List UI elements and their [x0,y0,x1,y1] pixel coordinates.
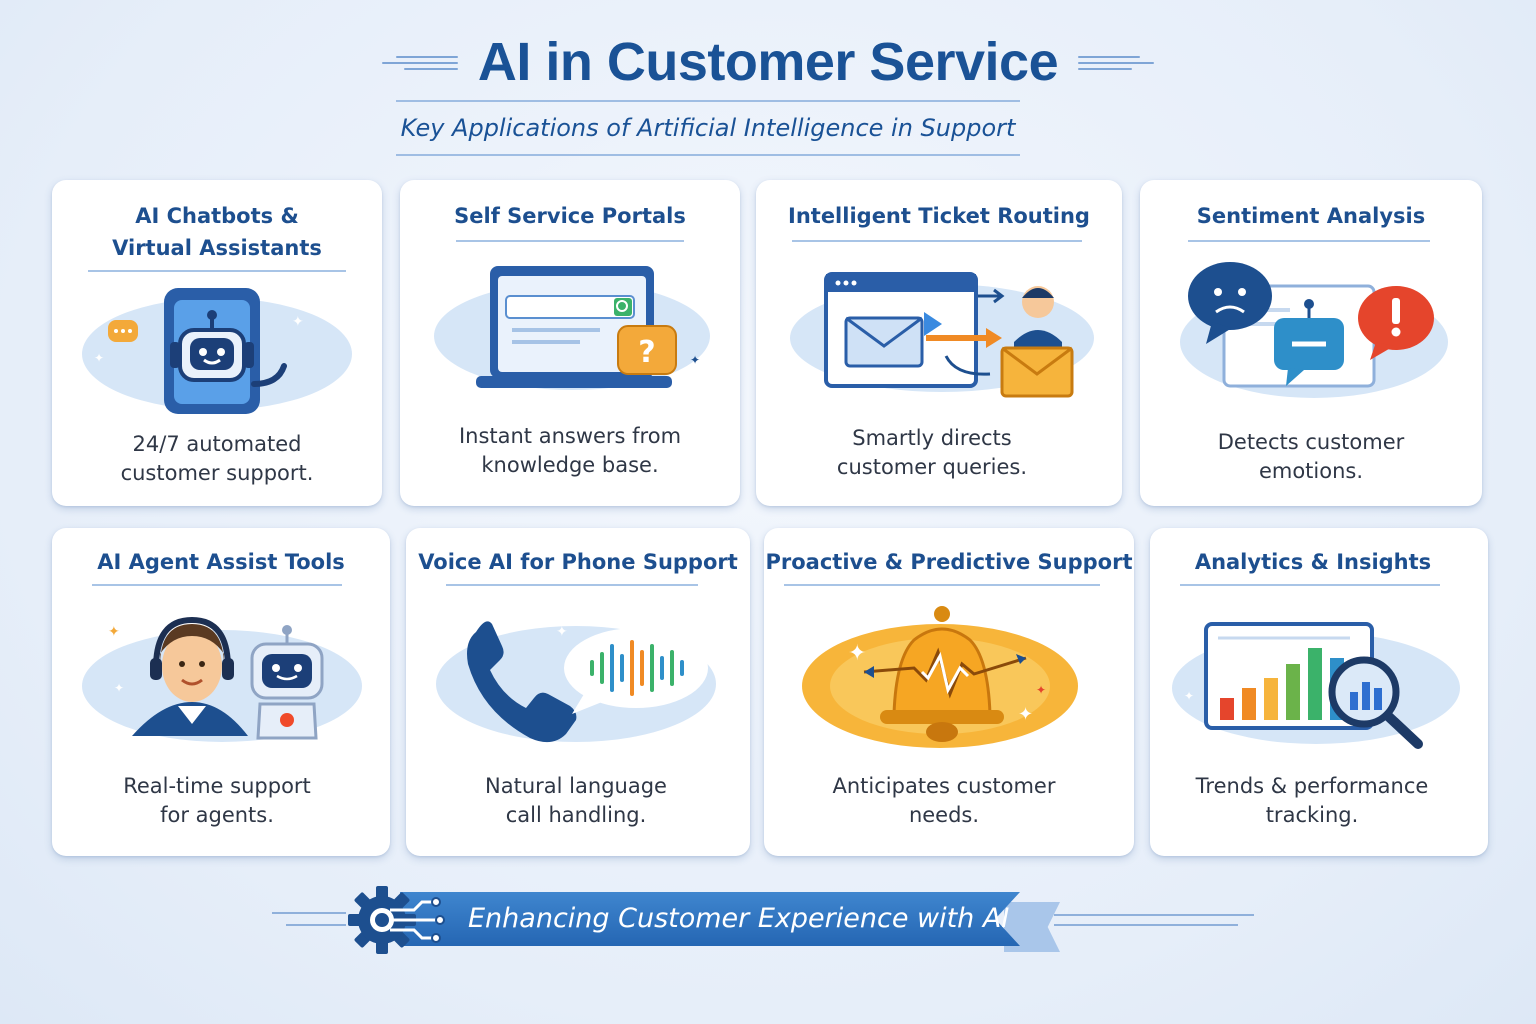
header: AI in Customer Service [0,24,1536,100]
card-ai-chatbots: AI Chatbots & Virtual Assistants ✦ ✦ 24/… [52,180,382,506]
title-divider [456,240,684,242]
card-description: 24/7 automated customer support. [120,432,314,485]
card-title: Voice AI for Phone Support [418,550,738,574]
footer-line-right-top [1054,914,1254,916]
title-divider [88,270,346,272]
card-title: Intelligent Ticket Routing [788,204,1090,228]
card-description: Natural language call handling. [485,774,667,827]
card-title: AI Chatbots & Virtual Assistants [112,204,322,260]
svg-text:✦: ✦ [292,314,304,330]
card-title: Analytics & Insights [1194,550,1432,574]
title-decoration-right [1078,56,1155,70]
title-divider [792,240,1082,242]
card-description: Instant answers from knowledge base. [458,424,682,477]
footer-banner [400,892,1020,946]
svg-text:✦: ✦ [556,624,568,640]
svg-text:✦: ✦ [94,351,104,365]
bar-chart-magnifier-icon: ✦ ✦ [1150,608,1488,754]
card-title: Proactive & Predictive Support [765,550,1133,574]
footer-line-right-bottom [1054,924,1238,926]
card-self-service-portals: Self Service Portals ? ✦ Instant answers… [400,180,740,506]
agent-with-robot-icon: ✦ ✦ [52,606,390,750]
subtitle-band: Key Applications of Artificial Intellige… [396,100,1020,156]
card-analytics-insights: Analytics & Insights ✦ ✦ Trends & perfor… [1150,528,1488,856]
title-divider [92,584,342,586]
card-proactive-predictive-support: Proactive & Predictive Support ✦ ✦ ✦ Ant… [764,528,1134,856]
svg-text:✦: ✦ [706,711,716,725]
bell-pulse-icon: ✦ ✦ ✦ [764,602,1134,756]
card-description: Detects customer emotions. [1217,430,1405,483]
svg-text:✦: ✦ [1036,683,1046,697]
card-description: Smartly directs customer queries. [836,426,1028,479]
card-description: Anticipates customer needs. [832,774,1056,827]
svg-text:✦: ✦ [108,624,120,640]
page-title: AI in Customer Service [381,24,1155,100]
card-description: Real-time support for agents. [123,774,311,827]
svg-text:✦: ✦ [1184,689,1194,703]
svg-text:✦: ✦ [690,353,700,367]
title-decoration-left [381,56,458,70]
title-divider [446,584,698,586]
chatbot-robot-phone-icon: ✦ ✦ [52,280,382,420]
card-description: Trends & performance tracking. [1195,774,1429,827]
page-title-text: AI in Customer Service [477,32,1059,92]
svg-text:✦: ✦ [114,681,124,695]
card-title: Self Service Portals [454,204,686,228]
svg-text:✦: ✦ [1436,649,1446,663]
card-intelligent-ticket-routing: Intelligent Ticket Routing Smartly direc… [756,180,1122,506]
footer: Enhancing Customer Experience with AI [0,880,1536,960]
footer-line-left-top [272,912,346,914]
card-title: Sentiment Analysis [1196,204,1426,228]
title-divider [784,584,1100,586]
phone-soundwave-icon: ✦ ✦ [406,602,750,752]
card-sentiment-analysis: Sentiment Analysis Detects customer emot… [1140,180,1482,506]
card-ai-agent-assist-tools: AI Agent Assist Tools ✦ ✦ Real-time supp… [52,528,390,856]
svg-text:✦: ✦ [1018,704,1033,725]
page-subtitle: Key Applications of Artificial Intellige… [400,114,1016,142]
card-title: AI Agent Assist Tools [97,550,345,574]
title-divider [1180,584,1440,586]
email-routing-agent-icon [756,266,1122,406]
title-divider [1188,240,1430,242]
footer-line-left-bottom [286,924,346,926]
emotion-speech-bubbles-icon [1140,260,1482,406]
card-voice-ai-phone-support: Voice AI for Phone Support ✦ ✦ Natu [406,528,750,856]
laptop-search-question-icon: ? ✦ [400,260,740,400]
gear-circuit-icon [344,880,454,960]
svg-text:?: ? [638,335,655,370]
footer-banner-text: Enhancing Customer Experience with AI [468,903,1010,934]
svg-text:✦: ✦ [848,641,866,666]
